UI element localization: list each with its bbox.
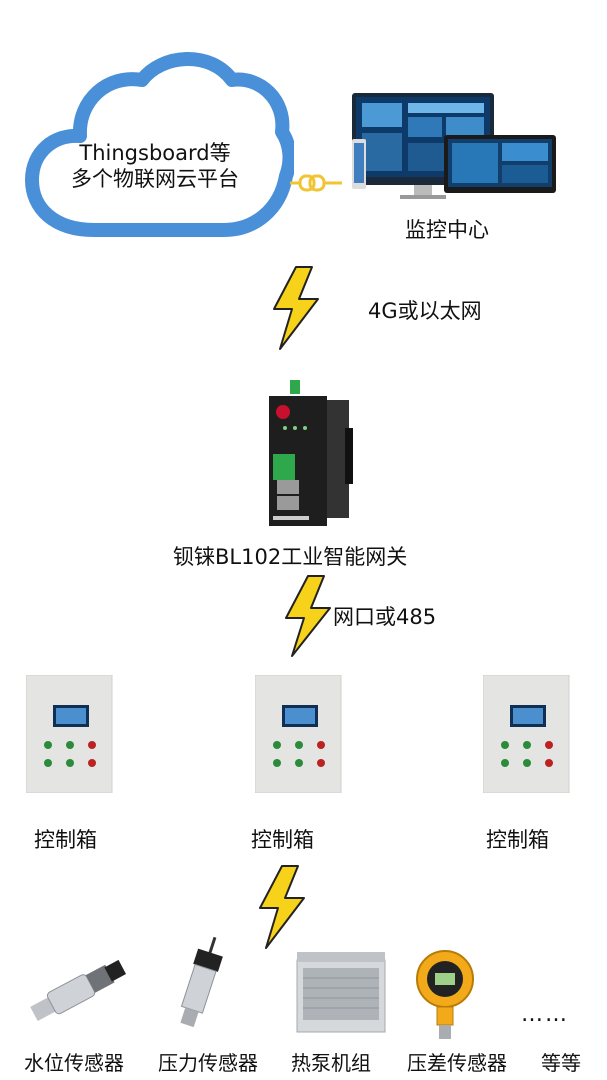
chain-link-icon — [290, 172, 342, 194]
device-label: 热泵机组 — [291, 1051, 371, 1075]
lightning-bolt-icon — [272, 265, 320, 351]
device-label: 压差传感器 — [407, 1051, 507, 1075]
cloud-label-line1: Thingsboard等 — [79, 141, 231, 165]
gateway-device-image — [265, 380, 357, 530]
monitor-center-image — [352, 93, 562, 201]
water-level-sensor-image — [20, 950, 138, 1030]
lightning-bolt-icon — [258, 864, 306, 950]
cloud-icon — [25, 52, 294, 237]
cloud-platform — [24, 40, 294, 245]
control-box-label: 控制箱 — [486, 828, 549, 852]
gateway-label: 钡铼BL102工业智能网关 — [173, 545, 408, 569]
control-box-label: 控制箱 — [251, 828, 314, 852]
control-box-image — [255, 675, 343, 793]
link-top-label: 4G或以太网 — [368, 299, 482, 323]
control-box-image — [483, 675, 571, 793]
lightning-bolt-icon — [284, 574, 332, 658]
monitor-center-label: 监控中心 — [405, 218, 489, 242]
device-label: 等等 — [541, 1051, 581, 1075]
heat-pump-unit-image — [295, 948, 387, 1034]
device-label: 水位传感器 — [24, 1051, 124, 1075]
cloud-label-line2: 多个物联网云平台 — [71, 167, 239, 191]
differential-pressure-sensor-image — [405, 945, 485, 1041]
ellipsis-text: …… — [521, 1002, 569, 1027]
device-label: 压力传感器 — [158, 1051, 258, 1075]
control-box-label: 控制箱 — [34, 828, 97, 852]
control-box-image — [26, 675, 114, 793]
cloud-label: Thingsboard等 多个物联网云平台 — [48, 140, 262, 192]
pressure-sensor-image — [165, 935, 235, 1035]
link-mid-label: 网口或485 — [333, 605, 437, 629]
